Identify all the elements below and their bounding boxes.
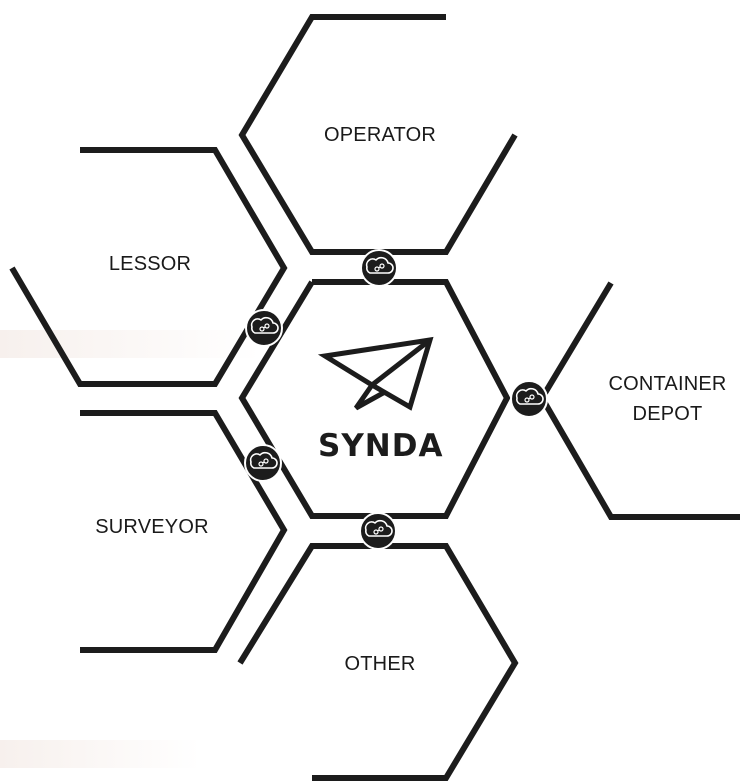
operator-hexagon <box>238 14 518 255</box>
background-fade <box>0 740 200 768</box>
center-hexagon <box>238 279 511 519</box>
connector-cloud-link-icon <box>360 249 398 287</box>
other-hexagon <box>237 543 519 781</box>
paper-plane-icon <box>317 336 434 411</box>
node-label-lessor: LESSOR <box>108 253 192 275</box>
background-fade <box>0 330 260 358</box>
node-label-container-depot: CONTAINER DEPOT <box>608 373 727 425</box>
connector-cloud-link-icon <box>510 380 548 418</box>
node-label-surveyor: SURVEYOR <box>95 516 209 538</box>
node-label-operator: OPERATOR <box>324 124 436 146</box>
brand-name: SYNDA <box>318 428 444 464</box>
surveyor-hexagon <box>80 410 288 653</box>
connector-cloud-link-icon <box>245 309 283 347</box>
container-depot-hexagon <box>538 281 740 520</box>
node-label-other: OTHER <box>344 653 416 675</box>
connector-cloud-link-icon <box>244 444 282 482</box>
connector-cloud-link-icon <box>359 512 397 550</box>
